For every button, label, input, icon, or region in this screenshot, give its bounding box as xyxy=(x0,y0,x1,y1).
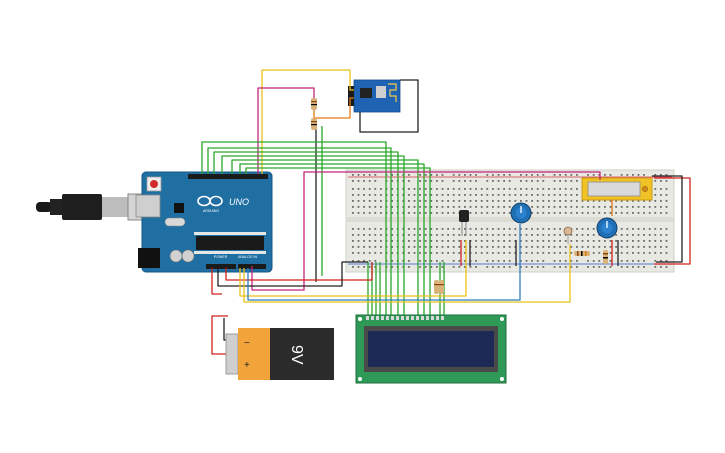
resistor-breadboard-1[interactable] xyxy=(574,251,590,256)
wires xyxy=(201,69,691,355)
arduino-analog-label: ANALOG IN xyxy=(238,255,258,259)
arduino-power-label: POWER xyxy=(214,255,228,259)
potentiometer-1[interactable] xyxy=(510,202,532,224)
arduino-model: UNO xyxy=(229,197,249,207)
battery-voltage: 9V xyxy=(288,345,305,365)
power-header xyxy=(206,264,236,269)
battery-minus: − xyxy=(244,338,250,349)
resistor-breadboard-2[interactable] xyxy=(603,250,608,264)
digital-header xyxy=(188,174,268,179)
photoresistor[interactable] xyxy=(563,226,573,244)
battery-9v[interactable]: − + 9V xyxy=(225,328,334,380)
potentiometer-2[interactable] xyxy=(596,217,618,239)
breadboard-holes xyxy=(352,174,668,268)
lcd-pin-header xyxy=(366,316,444,320)
resistor-lcd-1[interactable] xyxy=(434,280,439,294)
reset-button[interactable] xyxy=(150,180,158,188)
arduino-brand: ARDUINO xyxy=(203,209,219,213)
slide-switch-module[interactable] xyxy=(581,177,653,201)
battery-plus: + xyxy=(244,360,250,371)
lcd-16x2[interactable] xyxy=(355,314,507,384)
resistor-lcd-2[interactable] xyxy=(439,280,444,294)
temperature-sensor[interactable] xyxy=(459,210,469,236)
resistor-esp-1[interactable] xyxy=(311,98,317,110)
arduino-logo xyxy=(197,195,223,207)
resistor-esp-2[interactable] xyxy=(311,118,317,130)
arduino-uno-board[interactable]: UNO ARDUINO POWER ANALOG IN xyxy=(135,171,273,273)
esp8266-module[interactable] xyxy=(348,79,401,113)
